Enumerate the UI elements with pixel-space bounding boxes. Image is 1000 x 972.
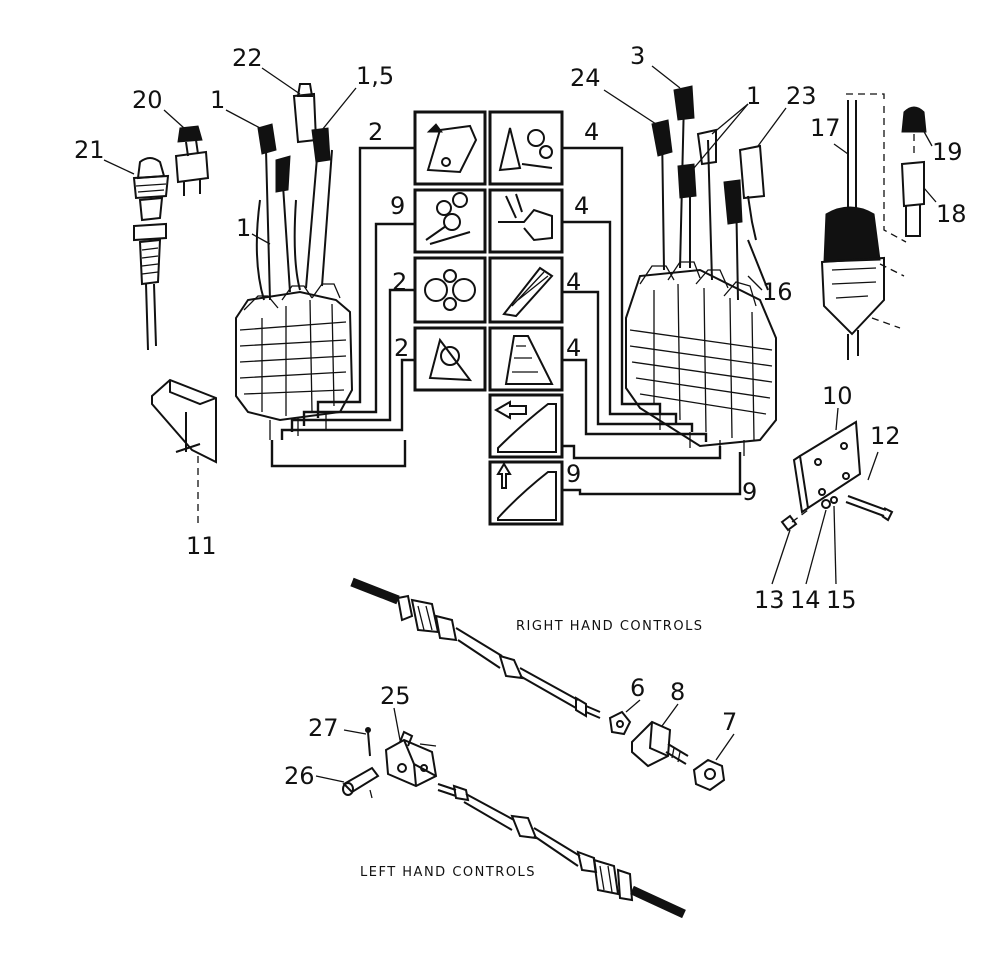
icon-panel-hammer: [413, 188, 487, 254]
callout-15: 15: [826, 586, 857, 614]
right-valve-bank: [625, 85, 777, 456]
callout-19: 19: [932, 138, 963, 166]
plate-10: [792, 420, 862, 514]
left-hose-bundle: [270, 146, 415, 468]
callout-9-left: 9: [390, 192, 405, 220]
callout-27: 27: [308, 714, 339, 742]
callout-22: 22: [232, 44, 263, 72]
callout-26: 26: [284, 762, 315, 790]
callout-16: 16: [762, 278, 793, 306]
bolt-12: [845, 495, 894, 522]
callout-1-mid-left: 1: [236, 214, 251, 242]
icon-panel-boom: [488, 188, 564, 254]
callout-6: 6: [630, 674, 645, 702]
callout-4-second: 4: [574, 192, 589, 220]
callout-14: 14: [790, 586, 821, 614]
icon-panel-track: [413, 256, 487, 324]
icon-panel-stabilizer: [413, 110, 487, 186]
push-button-21: [132, 157, 170, 351]
toggle-switch-20: [174, 125, 210, 196]
callout-2-low: 2: [394, 334, 409, 362]
callout-2-mid: 2: [392, 268, 407, 296]
grip-18: [900, 160, 925, 237]
callout-9-right: 9: [742, 478, 757, 506]
callout-12: 12: [870, 422, 901, 450]
bracket-11: [151, 378, 217, 528]
washer-14-15: [821, 496, 838, 509]
callout-7: 7: [722, 708, 737, 736]
callout-23: 23: [786, 82, 817, 110]
clevis-8: [631, 720, 689, 768]
callout-8: 8: [670, 678, 685, 706]
callout-4-top: 4: [584, 118, 599, 146]
left-hand-controls-caption: LEFT HAND CONTROLS: [360, 865, 536, 880]
clevis-25: [384, 730, 438, 788]
callout-2-top: 2: [368, 118, 383, 146]
callout-10: 10: [822, 382, 853, 410]
callout-1-right: 1: [746, 82, 761, 110]
callout-4-fourth: 4: [566, 334, 581, 362]
icon-panel-arm: [488, 256, 564, 324]
icon-panel-blade-raise: [488, 460, 564, 526]
nut-7: [692, 758, 726, 792]
icon-panel-dipper: [488, 326, 564, 392]
callout-21: 21: [74, 136, 105, 164]
right-hand-controls-caption: RIGHT HAND CONTROLS: [516, 619, 704, 634]
knob-19: [901, 106, 927, 156]
left-valve-bank: [235, 83, 354, 440]
icon-panel-bucket: [488, 110, 564, 186]
callout-11: 11: [186, 532, 217, 560]
pin-26: [342, 766, 380, 799]
right-hand-cable: [350, 577, 601, 719]
callout-17: 17: [810, 114, 841, 142]
callout-24: 24: [570, 64, 601, 92]
callout-25: 25: [380, 682, 411, 710]
icon-panel-blade-lower: [488, 393, 564, 459]
nut-6: [608, 710, 632, 736]
callout-20: 20: [132, 86, 163, 114]
left-hand-cable: [437, 783, 686, 919]
screw-13: [780, 509, 809, 532]
right-hose-bundle: [562, 146, 742, 496]
icon-panel-boom-swing: [413, 326, 487, 392]
callout-1-5: 1,5: [356, 62, 394, 90]
callout-18: 18: [936, 200, 967, 228]
pin-27: [365, 727, 371, 757]
callout-3: 3: [630, 42, 645, 70]
callout-4-third: 4: [566, 268, 581, 296]
callout-1-top-left: 1: [210, 86, 225, 114]
callout-9-center: 9: [566, 460, 581, 488]
callout-13: 13: [754, 586, 785, 614]
